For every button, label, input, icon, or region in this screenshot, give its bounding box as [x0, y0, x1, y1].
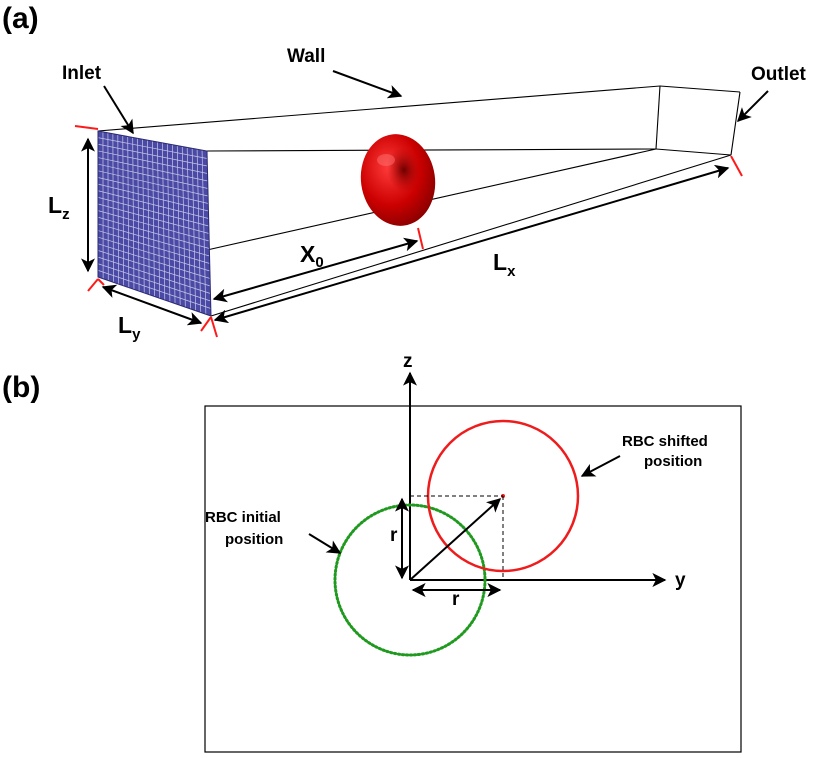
- rbc-initial-label-line2: position: [225, 531, 283, 548]
- rbc-shifted-label: RBC shifted: [622, 433, 708, 450]
- rbc-shifted-label-line2: position: [644, 453, 702, 470]
- lz-label: Lz: [48, 192, 70, 223]
- displacement-arrow: [409, 498, 502, 581]
- outlet-arrow: [737, 90, 769, 122]
- lx-label: Lx: [493, 249, 516, 280]
- ly-label: Ly: [118, 312, 141, 343]
- r-horizontal-label: r: [452, 589, 460, 610]
- ly-dimension-arrow: [101, 284, 203, 326]
- red-blood-cell: [360, 134, 436, 226]
- y-axis-label: y: [675, 570, 686, 591]
- cross-section-frame: [204, 405, 742, 753]
- panel-a-label: (a): [2, 2, 39, 35]
- wall-label: Wall: [287, 46, 325, 67]
- rbc-initial-label: RBC initial: [205, 509, 281, 526]
- rbc-shifted-arrow: [580, 455, 621, 477]
- r-vertical-label: r: [390, 525, 398, 546]
- inlet-label: Inlet: [62, 63, 102, 84]
- inlet-mesh: [97, 130, 212, 317]
- lx-dimension-arrow: [213, 164, 730, 324]
- wall-arrow: [332, 70, 403, 99]
- inlet-arrow: [103, 85, 134, 135]
- rbc-initial-circle: [333, 503, 487, 657]
- z-axis-label: z: [403, 351, 413, 372]
- rbc-initial-arrow: [308, 533, 342, 554]
- x0-label: X0: [300, 241, 324, 271]
- panel-b-label: (b): [2, 371, 40, 404]
- outlet-label: Outlet: [751, 64, 807, 85]
